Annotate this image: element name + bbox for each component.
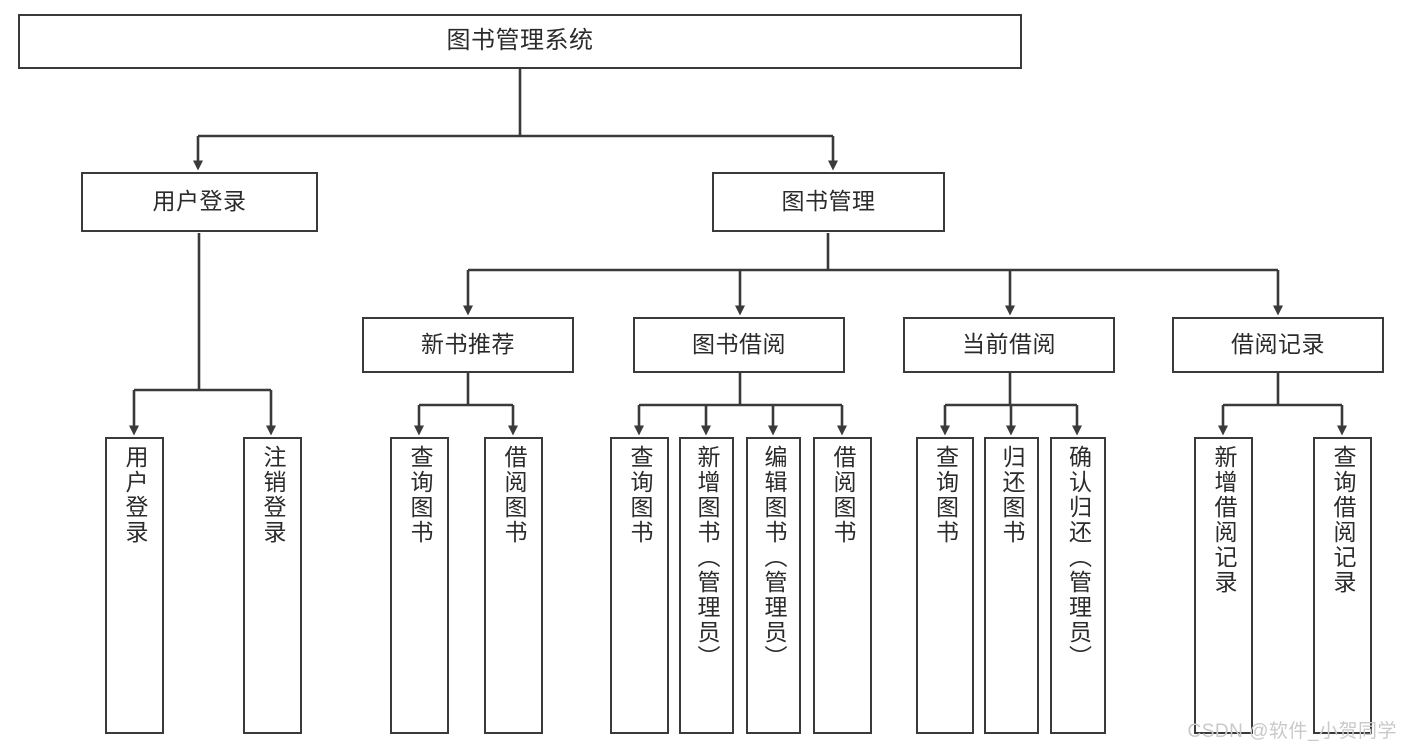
node-label: 用户登录 <box>152 188 247 215</box>
node-label: 查询图书 <box>407 445 433 545</box>
node-label: 借阅图书 <box>501 445 527 545</box>
node-label: 借阅图书 <box>830 445 856 545</box>
leaf-add-book-admin[interactable]: 新增图书（管理员） <box>679 437 734 734</box>
leaf-edit-book-admin[interactable]: 编辑图书（管理员） <box>746 437 801 734</box>
leaf-user-login[interactable]: 用户登录 <box>105 437 164 734</box>
leaf-query-borrow-record[interactable]: 查询借阅记录 <box>1313 437 1372 734</box>
node-label: 图书借阅 <box>692 331 786 358</box>
node-label: 用户登录 <box>122 445 148 545</box>
leaf-query-book-recommendation[interactable]: 查询图书 <box>390 437 449 734</box>
node-label: 新增图书（管理员） <box>694 445 720 670</box>
node-root-system[interactable]: 图书管理系统 <box>18 14 1022 69</box>
leaf-add-borrow-record[interactable]: 新增借阅记录 <box>1194 437 1253 734</box>
node-label: 图书管理 <box>781 188 876 215</box>
node-user-login[interactable]: 用户登录 <box>81 172 318 232</box>
node-book-management[interactable]: 图书管理 <box>712 172 945 232</box>
node-book-borrow[interactable]: 图书借阅 <box>633 317 845 373</box>
node-borrow-record[interactable]: 借阅记录 <box>1172 317 1384 373</box>
node-label: 注销登录 <box>260 445 286 545</box>
leaf-query-book-current[interactable]: 查询图书 <box>916 437 974 734</box>
node-current-borrow[interactable]: 当前借阅 <box>903 317 1115 373</box>
watermark-text: CSDN @软件_小贺同学 <box>1187 721 1397 742</box>
node-label: 确认归还（管理员） <box>1065 445 1092 670</box>
node-label: 查询借阅记录 <box>1330 445 1356 595</box>
node-label: 图书管理系统 <box>446 27 594 55</box>
node-label: 当前借阅 <box>962 331 1056 358</box>
node-label: 新书推荐 <box>421 331 515 358</box>
node-label: 归还图书 <box>999 445 1025 545</box>
node-label: 查询图书 <box>627 445 653 545</box>
leaf-query-book-borrow[interactable]: 查询图书 <box>610 437 669 734</box>
node-label: 编辑图书（管理员） <box>761 445 787 670</box>
leaf-confirm-return-admin[interactable]: 确认归还（管理员） <box>1050 437 1106 734</box>
leaf-borrow-book-borrow[interactable]: 借阅图书 <box>813 437 872 734</box>
leaf-logout[interactable]: 注销登录 <box>243 437 302 734</box>
leaf-return-book[interactable]: 归还图书 <box>984 437 1039 734</box>
node-label: 查询图书 <box>932 445 959 545</box>
node-new-book-recommendation[interactable]: 新书推荐 <box>362 317 574 373</box>
node-label: 借阅记录 <box>1231 331 1325 358</box>
node-label: 新增借阅记录 <box>1211 445 1237 595</box>
leaf-borrow-book-recommendation[interactable]: 借阅图书 <box>484 437 543 734</box>
